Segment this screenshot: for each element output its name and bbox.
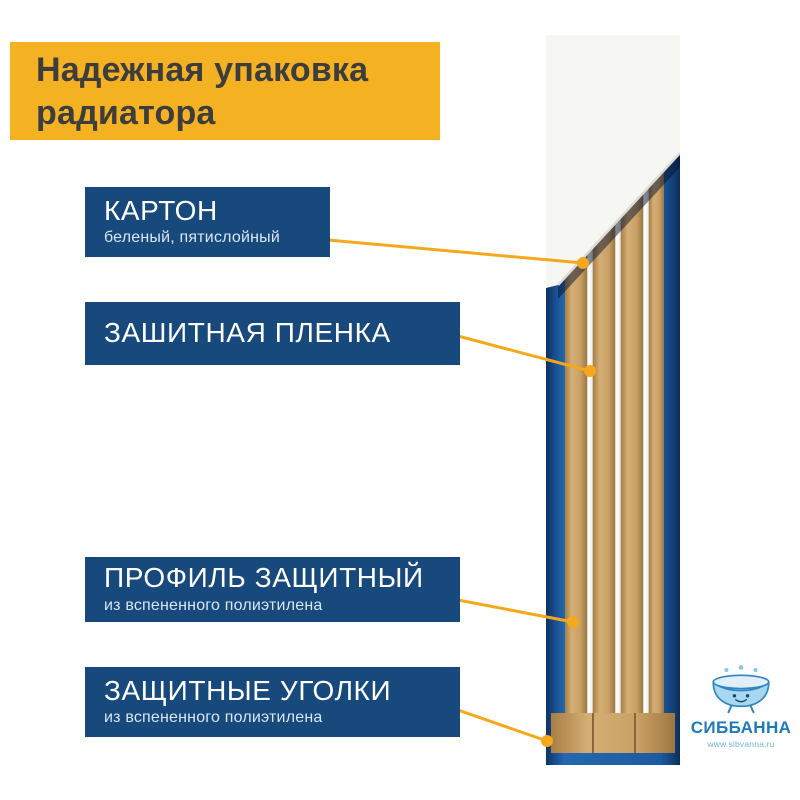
page-title-line-2: радиатора: [36, 93, 216, 132]
title-banner: Надежная упаковка радиатора: [10, 42, 440, 140]
callout-cardboard: КАРТОН беленый, пятислойный: [85, 187, 330, 257]
connector-cardboard: [327, 238, 584, 265]
radiator-package-photo: [546, 35, 680, 765]
water-drops: [724, 665, 758, 673]
brand-logo: СИББАННА www.sibvanna.ru: [684, 664, 798, 749]
callout-subtitle: из вспененного полиэтилена: [104, 596, 323, 614]
callout-title: ЗАШИТНАЯ ПЛЕНКА: [104, 316, 391, 348]
bathtub-icon: [712, 665, 770, 714]
brand-website: www.sibvanna.ru: [707, 739, 775, 749]
callout-title: КАРТОН: [104, 194, 218, 226]
callout-corners: ЗАЩИТНЫЕ УГОЛКИ из вспененного полиэтиле…: [85, 667, 460, 737]
corner-protector: [551, 713, 675, 753]
callout-title: ПРОФИЛЬ ЗАЩИТНЫЙ: [104, 562, 424, 594]
callout-film: ЗАШИТНАЯ ПЛЕНКА: [85, 302, 460, 365]
callout-subtitle: беленый, пятислойный: [104, 229, 280, 247]
callout-profile: ПРОФИЛЬ ЗАЩИТНЫЙ из вспененного полиэтил…: [85, 557, 460, 622]
connector-corners: [457, 708, 548, 743]
page-title-line-1: Надежная упаковка: [36, 51, 369, 89]
cardboard-wrap: [546, 35, 680, 288]
callout-subtitle: из вспененного полиэтилена: [104, 709, 323, 727]
callout-title: ЗАЩИТНЫЕ УГОЛКИ: [104, 674, 392, 706]
brand-name: СИББАННА: [690, 718, 792, 737]
